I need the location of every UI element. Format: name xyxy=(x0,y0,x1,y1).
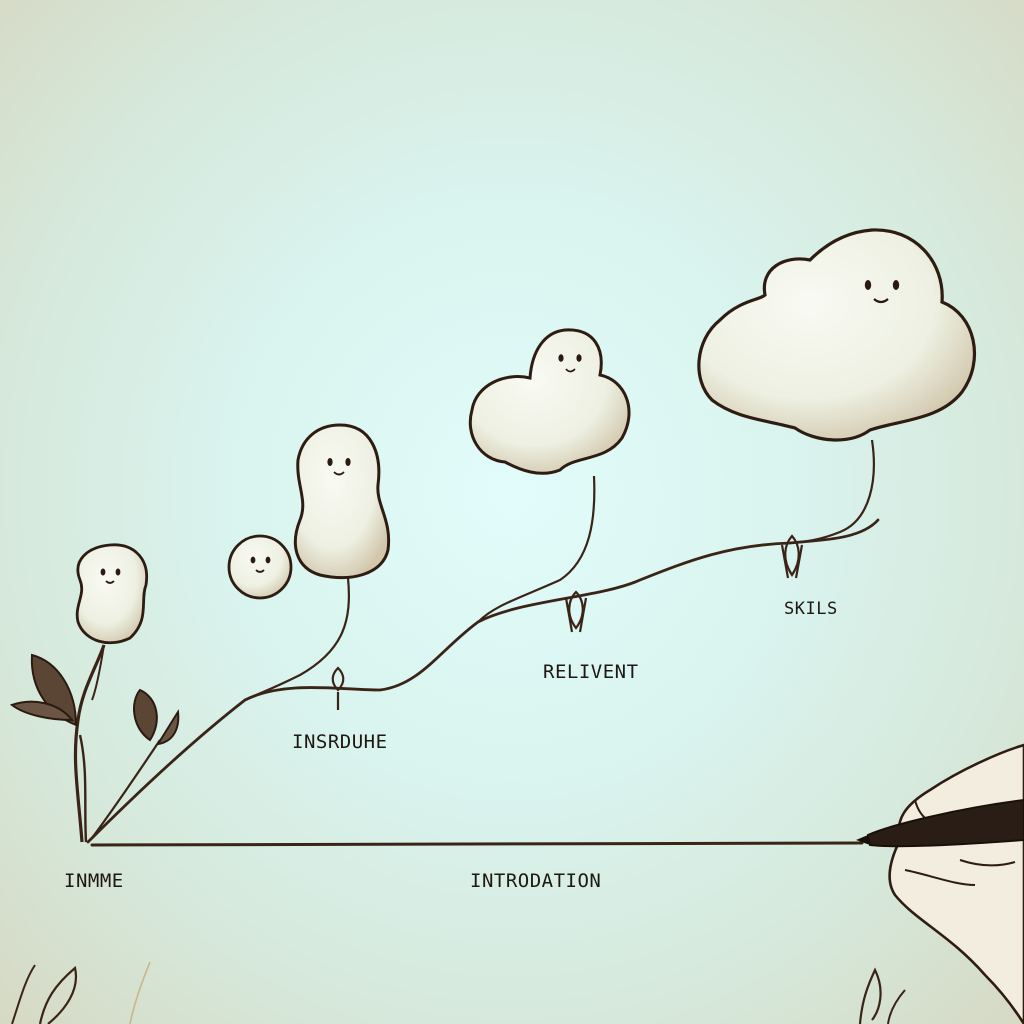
smile-icon xyxy=(565,368,576,373)
stem-blob-one xyxy=(91,644,105,701)
stage-one-label: INSRDUHE xyxy=(292,731,388,753)
leaf-icon xyxy=(156,709,180,746)
baseline-end-label: INTRODATION xyxy=(470,870,602,892)
hand-holding-pen-icon xyxy=(856,743,1024,1024)
stage-two-label: RELIVENT xyxy=(543,661,639,683)
smile-icon xyxy=(105,580,115,584)
eye-icon xyxy=(265,556,271,564)
stem-blob-four xyxy=(477,475,596,623)
stem-blob-five xyxy=(789,439,875,545)
blob-character xyxy=(75,543,149,645)
smile-icon xyxy=(255,569,265,573)
grass-tuft-icon xyxy=(11,964,36,1024)
pen-icon xyxy=(866,798,1024,848)
grass-tuft-icon xyxy=(129,961,151,1024)
sprout-marker xyxy=(331,666,345,710)
plant-stem-secondary xyxy=(78,734,88,843)
stage-three-label: SKILS xyxy=(784,599,838,619)
baseline-line xyxy=(90,841,864,847)
eye-icon xyxy=(558,354,564,362)
smile-icon xyxy=(333,471,345,476)
smile-icon xyxy=(873,298,889,304)
eye-icon xyxy=(864,280,872,290)
blob-character xyxy=(697,228,977,442)
eye-icon xyxy=(327,458,333,466)
eye-icon xyxy=(115,568,121,576)
baseline-start-label: INMME xyxy=(64,870,124,892)
leaf-icon xyxy=(133,688,158,742)
plant-branch-right xyxy=(91,739,161,839)
eye-icon xyxy=(576,354,582,362)
growth-path xyxy=(86,518,880,844)
eye-icon xyxy=(345,458,351,466)
blob-character xyxy=(293,423,391,579)
grass-tuft-icon xyxy=(858,967,882,1024)
blob-character xyxy=(468,328,631,475)
sprout-marker xyxy=(780,534,804,579)
eye-icon xyxy=(250,556,256,564)
sprout-marker xyxy=(564,590,588,633)
leaf-icon xyxy=(9,700,75,722)
eye-icon xyxy=(100,568,106,576)
eye-icon xyxy=(892,280,900,290)
grass-tuft-icon xyxy=(887,989,906,1024)
grass-tuft-icon xyxy=(38,965,78,1024)
blob-character xyxy=(227,534,293,600)
plant-stem xyxy=(73,644,106,843)
stem-blob-three xyxy=(244,577,350,701)
